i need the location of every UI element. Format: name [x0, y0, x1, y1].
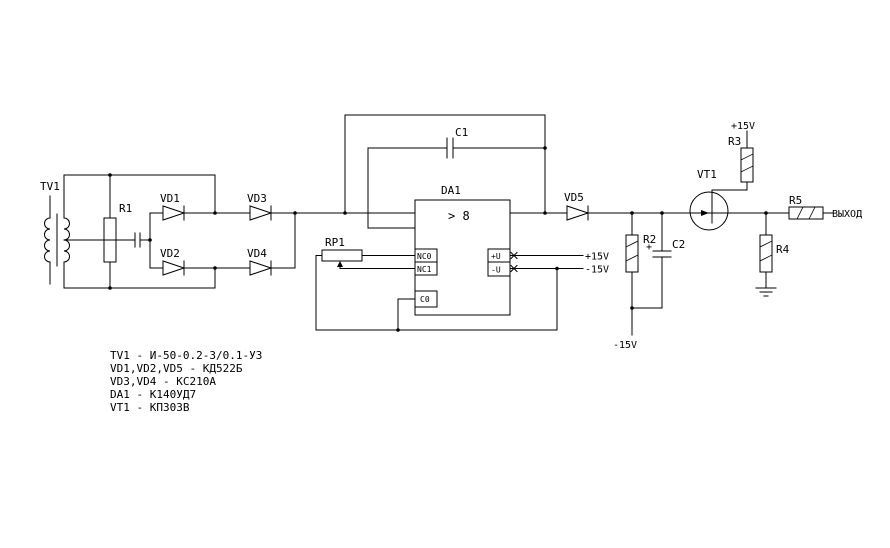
- vt1-label: VT1: [697, 168, 717, 181]
- bom-line-1: TV1 - И-50-0.2-3/0.1-У3: [110, 349, 262, 362]
- transformer-tv1: TV1: [40, 174, 70, 289]
- tap-marker: [134, 232, 141, 248]
- diode-vd3: VD3: [247, 192, 273, 221]
- supply-pin-cross-minus: [510, 264, 518, 273]
- opamp-pin-c0: C0: [420, 295, 430, 304]
- opamp-gain-symbol: > 8: [448, 209, 470, 223]
- bom-line-5: VT1 - КП303В: [110, 401, 190, 414]
- vd1-label: VD1: [160, 192, 180, 205]
- c2-label: C2: [672, 238, 685, 251]
- bom-line-4: DA1 - К140УД7: [110, 388, 196, 401]
- resistor-r2: R2: [625, 233, 656, 273]
- gate-arrow: [701, 210, 709, 216]
- r3-label: R3: [728, 135, 741, 148]
- opamp-pin-minus-u: -U: [491, 266, 501, 275]
- resistor-r4: R4: [759, 234, 790, 273]
- vd2-label: VD2: [160, 247, 180, 260]
- da1-label: DA1: [441, 184, 461, 197]
- minus15-bottom-label: -15V: [613, 340, 637, 351]
- circuit-wires: [63, 114, 834, 336]
- opamp-pin-plus-u: +U: [491, 252, 501, 261]
- opamp-pin-nc0: NC0: [417, 252, 432, 261]
- plus15-top-label: +15V: [731, 121, 755, 132]
- c1-label: C1: [455, 126, 468, 139]
- ground-symbol: [755, 287, 777, 297]
- capacitor-c2: + C2: [646, 238, 685, 258]
- rp1-label: RP1: [325, 236, 345, 249]
- supply-pin-cross-plus: [510, 251, 518, 260]
- output-label: ВЫХОД: [832, 209, 862, 220]
- diode-vd5: VD5: [564, 191, 590, 221]
- vd4-label: VD4: [247, 247, 267, 260]
- diode-vd1: VD1: [160, 192, 186, 221]
- minus15-opamp-label: -15V: [585, 265, 609, 276]
- vd3-label: VD3: [247, 192, 267, 205]
- c2-polarity-plus: +: [646, 242, 652, 253]
- r1-label: R1: [119, 202, 132, 215]
- opamp-pin-nc1: NC1: [417, 265, 432, 274]
- resistor-r5: R5: [788, 194, 824, 220]
- diode-vd4: VD4: [247, 247, 273, 276]
- tv1-label: TV1: [40, 180, 60, 193]
- junction-dots: [108, 146, 768, 332]
- resistor-r3: R3: [728, 135, 754, 183]
- capacitor-c1: C1: [446, 126, 468, 159]
- transistor-vt1: VT1: [689, 168, 729, 231]
- vd5-label: VD5: [564, 191, 584, 204]
- diode-vd2: VD2: [160, 247, 186, 276]
- resistor-r1: R1: [103, 202, 132, 263]
- primary-winding: [44, 195, 51, 285]
- opamp-da1: > 8 NC0 NC1 C0 +U -U DA1: [414, 184, 518, 316]
- secondary-winding: [63, 174, 70, 289]
- bom-line-2: VD1,VD2,VD5 - КД522Б: [110, 362, 243, 375]
- bom-line-3: VD3,VD4 - КС210А: [110, 375, 216, 388]
- power-labels: +15V +15V -15V -15V: [585, 121, 755, 351]
- r4-label: R4: [776, 243, 790, 256]
- parts-list: TV1 - И-50-0.2-3/0.1-У3 VD1,VD2,VD5 - КД…: [110, 349, 262, 414]
- plus15-opamp-label: +15V: [585, 252, 609, 263]
- r5-label: R5: [789, 194, 802, 207]
- r2-label: R2: [643, 233, 656, 246]
- potentiometer-rp1: RP1: [321, 236, 363, 267]
